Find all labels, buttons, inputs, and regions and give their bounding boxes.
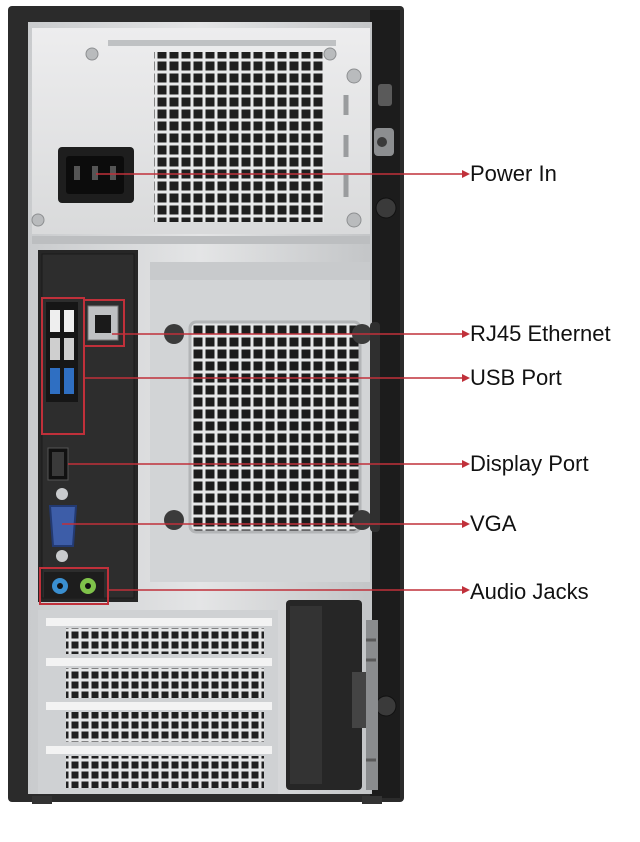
screw: [323, 47, 337, 61]
screw: [346, 212, 362, 228]
screw: [31, 213, 45, 227]
psu-vent-grille: [154, 52, 324, 222]
vga-port: [48, 488, 78, 562]
thumb-screw: [375, 695, 397, 717]
chassis-foot-left: [32, 796, 52, 804]
power-in-label: Power In: [470, 161, 557, 186]
display-port-label: Display Port: [470, 451, 589, 476]
vga-label: VGA: [470, 511, 517, 536]
rj45-ethernet-label: RJ45 Ethernet: [470, 321, 611, 346]
fan-mount: [352, 510, 372, 530]
audio-jacks-connector: [44, 572, 104, 598]
screw: [85, 47, 99, 61]
thumb-screw: [375, 197, 397, 219]
fan-vent-grille: [188, 320, 362, 534]
expansion-slots: [46, 618, 272, 788]
screw: [346, 68, 362, 84]
callout-arrowheads: [462, 170, 470, 594]
usb-port-label: USB Port: [470, 365, 562, 390]
ethernet-highlight-box: [83, 299, 125, 347]
usb-ports: [46, 302, 78, 402]
audio-highlight-box: [39, 567, 109, 605]
callout-lines: [62, 173, 464, 591]
audio-jacks-label: Audio Jacks: [470, 579, 589, 604]
chassis-foot-right: [362, 796, 382, 804]
fan-mount: [164, 510, 184, 530]
security-latch: [378, 84, 392, 106]
usb-highlight-box: [41, 297, 85, 435]
